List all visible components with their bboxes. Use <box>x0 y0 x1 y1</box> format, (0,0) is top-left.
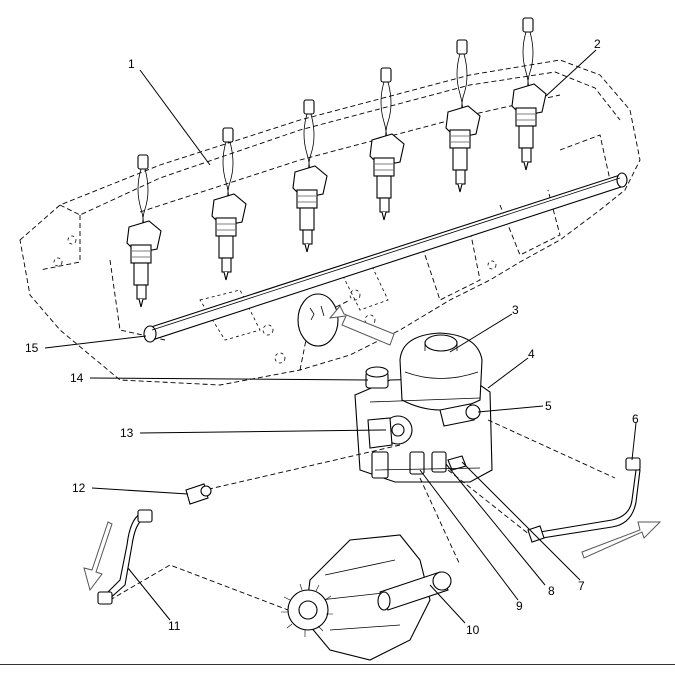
fuel-return-tube <box>527 457 662 559</box>
injector <box>369 67 405 221</box>
callout-3: 3 <box>512 303 519 317</box>
callout-2: 2 <box>594 37 601 51</box>
injector <box>511 17 547 171</box>
injector <box>126 154 162 308</box>
injector <box>211 127 247 281</box>
bottom-rule <box>0 664 675 665</box>
callout-13: 13 <box>120 426 134 440</box>
callout-10: 10 <box>466 623 480 637</box>
callout-4: 4 <box>528 347 535 361</box>
leader-lines <box>44 49 637 624</box>
callout-5: 5 <box>545 399 552 413</box>
callout-11: 11 <box>168 619 181 633</box>
injector <box>445 39 481 193</box>
inlet-fitting <box>185 483 212 505</box>
callout-8: 8 <box>548 584 555 598</box>
callout-6: 6 <box>632 412 639 426</box>
callout-7: 7 <box>578 579 585 593</box>
callout-labels: 1 2 3 4 5 6 7 8 9 10 11 12 13 14 15 <box>25 37 639 637</box>
fuel-supply-tube <box>83 509 153 605</box>
callout-15: 15 <box>25 341 39 355</box>
fuel-transfer-pump <box>281 534 452 661</box>
callout-12: 12 <box>72 481 86 495</box>
callout-9: 9 <box>516 599 523 613</box>
injector <box>292 99 328 253</box>
callout-14: 14 <box>70 371 84 385</box>
fuel-rail <box>143 172 628 343</box>
fuel-filter-base-assembly <box>354 332 493 483</box>
injector-group <box>126 17 547 308</box>
rail-pressure-sensor-inset <box>297 293 395 347</box>
callout-1: 1 <box>128 57 135 71</box>
